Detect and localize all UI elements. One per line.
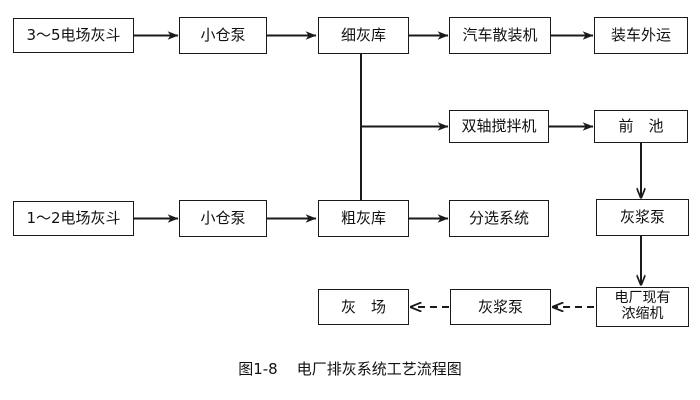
node-fine-ash-silo[interactable]: 细灰库 bbox=[318, 17, 409, 54]
node-small-pump-top[interactable]: 小仓泵 bbox=[179, 17, 267, 54]
node-front-pool[interactable]: 前 池 bbox=[594, 110, 688, 143]
thickener-label-line1: 电厂现有 bbox=[614, 290, 671, 307]
node-twin-shaft-mixer[interactable]: 双轴搅拌机 bbox=[449, 110, 549, 143]
figure-caption: 图1-8 电厂排灰系统工艺流程图 bbox=[238, 360, 462, 378]
node-truck-bulk-loader[interactable]: 汽车散装机 bbox=[449, 17, 551, 54]
node-esp-hopper-1-2[interactable]: 1～2电场灰斗 bbox=[13, 201, 134, 236]
node-existing-thickener[interactable]: 电厂现有 浓缩机 bbox=[596, 287, 689, 327]
node-coarse-ash-silo[interactable]: 粗灰库 bbox=[318, 200, 409, 237]
node-slurry-pump-right[interactable]: 灰浆泵 bbox=[596, 199, 689, 236]
node-slurry-pump-bottom[interactable]: 灰浆泵 bbox=[450, 289, 551, 325]
thickener-label-line2: 浓缩机 bbox=[621, 306, 664, 322]
node-sorting-system[interactable]: 分选系统 bbox=[449, 200, 549, 237]
node-ash-yard[interactable]: 灰 场 bbox=[318, 289, 409, 325]
node-esp-hopper-3-5[interactable]: 3～5电场灰斗 bbox=[13, 18, 134, 53]
node-truck-outbound[interactable]: 装车外运 bbox=[594, 17, 688, 54]
node-small-pump-bottom[interactable]: 小仓泵 bbox=[179, 200, 267, 237]
